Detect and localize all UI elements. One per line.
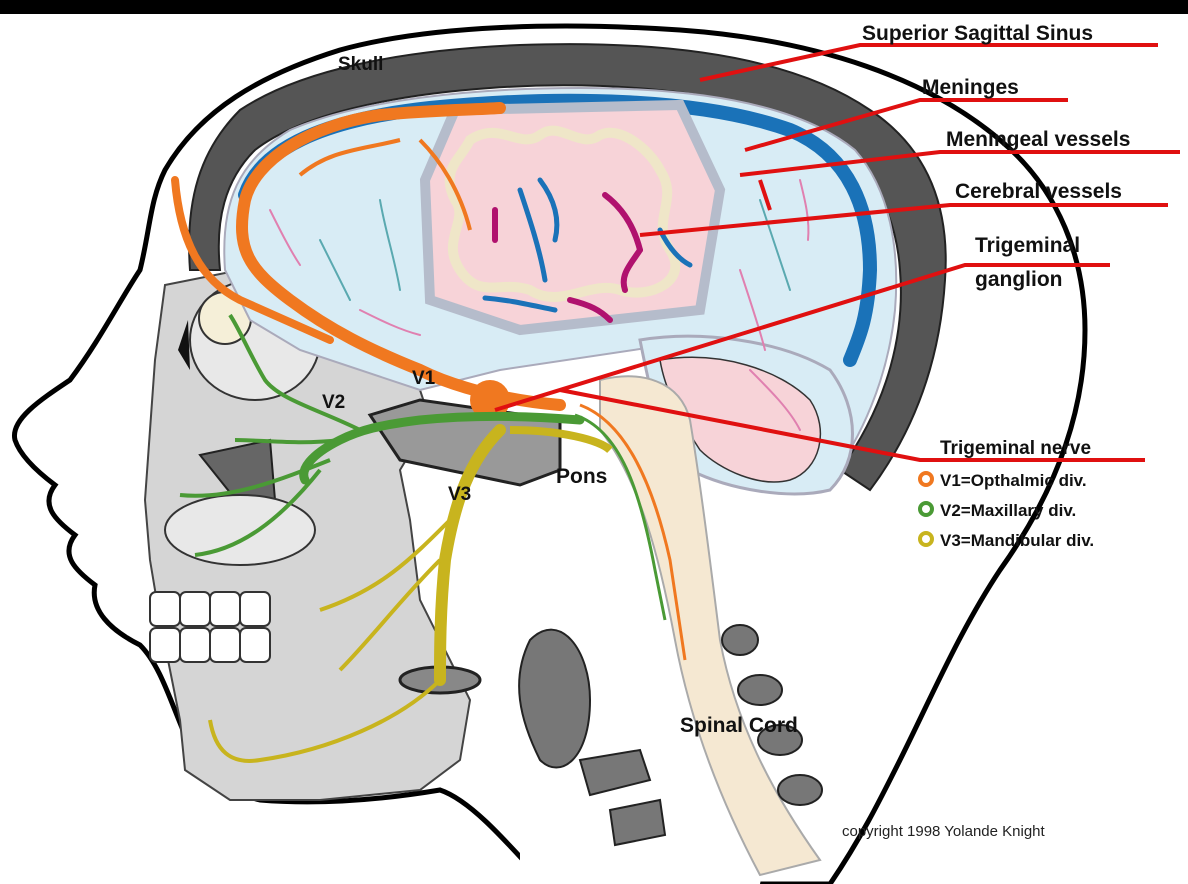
label-pons: Pons <box>556 465 607 488</box>
copyright: copyright 1998 Yolande Knight <box>842 823 1046 840</box>
legend-v3-text: V3=Mandibular div. <box>940 531 1094 550</box>
label-trigeminal-ganglion-1: Trigeminal <box>975 234 1080 257</box>
v2-branch-2 <box>235 440 340 442</box>
legend-v2-text: V2=Maxillary div. <box>940 501 1076 520</box>
maxillary-sinus <box>165 495 315 565</box>
label-spinal-cord: Spinal Cord <box>680 714 798 737</box>
top-border <box>0 0 1188 14</box>
label-meningeal-vessels: Meningeal vessels <box>946 128 1130 151</box>
label-v3: V3 <box>448 484 471 505</box>
label-v2: V2 <box>322 392 345 413</box>
label-cerebral-vessels: Cerebral vessels <box>955 180 1122 203</box>
label-v1: V1 <box>412 368 436 389</box>
label-trigeminal-ganglion-2: ganglion <box>975 268 1063 291</box>
legend-title: Trigeminal nerve <box>940 438 1091 459</box>
label-superior-sagittal-sinus: Superior Sagittal Sinus <box>862 22 1093 45</box>
legend-v1-text: V1=Opthalmic div. <box>940 471 1087 490</box>
label-skull: Skull <box>338 54 383 75</box>
label-meninges: Meninges <box>922 76 1019 99</box>
